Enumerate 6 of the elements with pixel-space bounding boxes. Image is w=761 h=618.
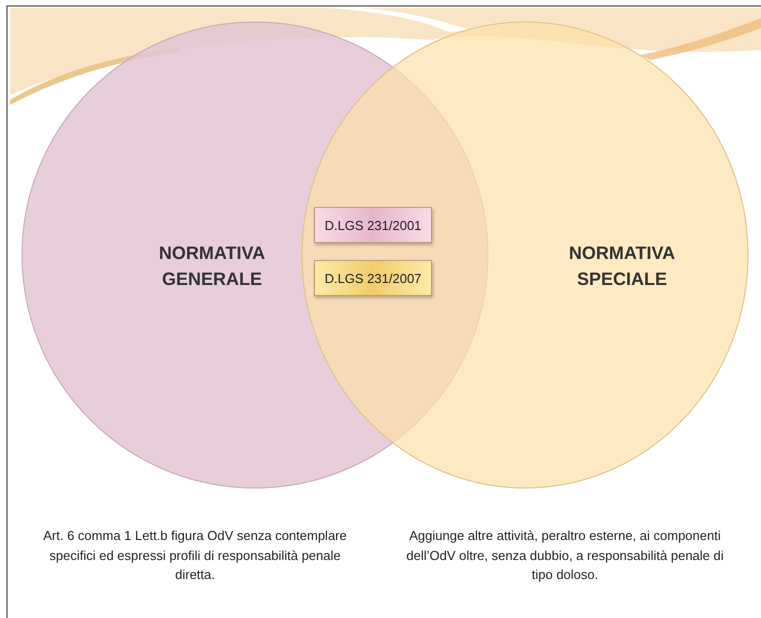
caption-text: Art. 6 comma 1 Lett.b figura OdV senza contemplare specifici ed espressi profili di responsabilità penale diretta. (42, 527, 348, 584)
circle-heading: NORMATIVA GENERALE (158, 242, 266, 292)
law-label: D.LGS 231/2001 (314, 207, 432, 243)
law-label: D.LGS 231/2007 (314, 260, 432, 296)
circle-heading: NORMATIVA SPECIALE (568, 242, 676, 292)
caption-text: Aggiunge altre attività, peraltro esterne, ai componenti dell’OdV oltre, senza dubbio, a responsabilità penale di tipo doloso. (405, 527, 725, 584)
